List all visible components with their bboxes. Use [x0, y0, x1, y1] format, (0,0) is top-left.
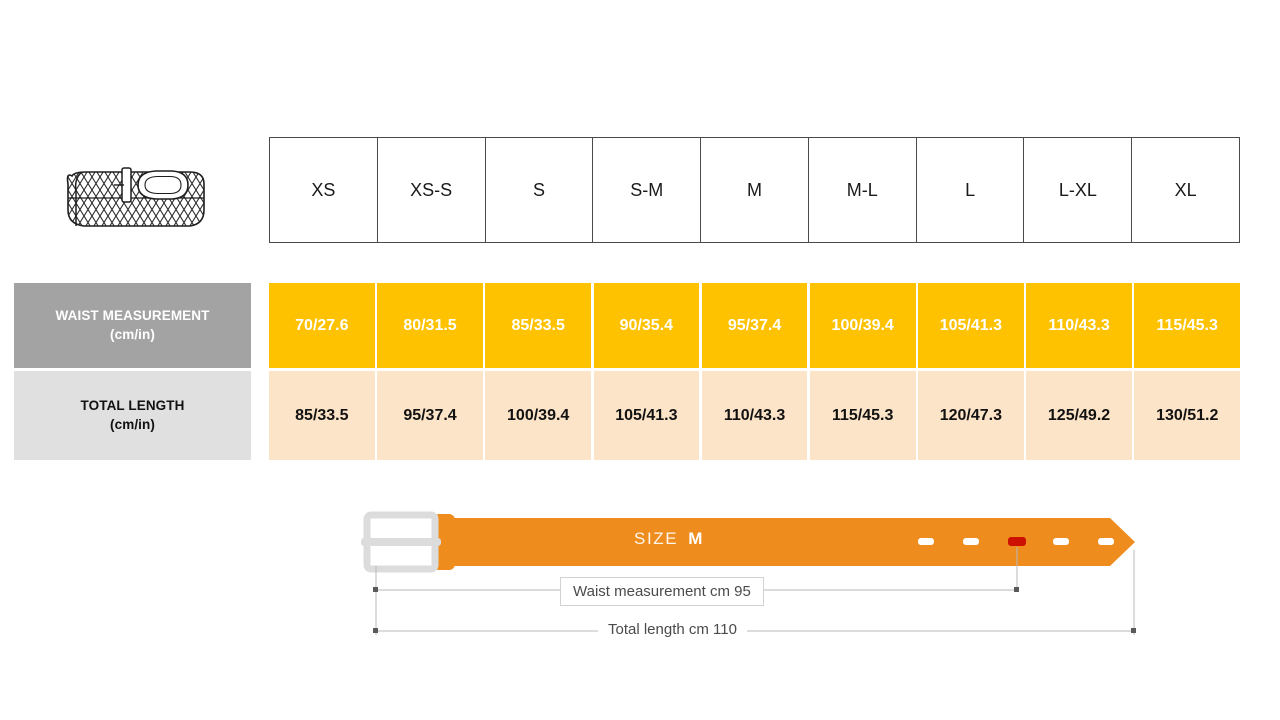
waist-dimension-label: Waist measurement cm 95	[560, 577, 764, 606]
size-header-cell: L	[917, 138, 1025, 242]
belt-strap	[450, 518, 1135, 566]
waist-value-cell: 80/31.5	[377, 283, 483, 368]
total-value-cell: 110/43.3	[701, 371, 808, 460]
total-value-cell: 95/37.4	[377, 371, 483, 460]
total-value-cell: 105/41.3	[593, 371, 700, 460]
total-length-row: TOTAL LENGTH (cm/in) 85/33.5 95/37.4 100…	[14, 371, 1241, 460]
belt-hole	[963, 538, 979, 545]
waist-dimension-tick-left	[373, 587, 378, 592]
belt-hole	[1098, 538, 1114, 545]
total-dimension-tick-right	[1131, 628, 1136, 633]
size-header-table: XS XS-S S S-M M M-L L L-XL XL	[269, 137, 1240, 243]
waist-value-cells: 70/27.6 80/31.5 85/33.5 90/35.4 95/37.4 …	[269, 283, 1241, 368]
total-value-cell: 100/39.4	[485, 371, 592, 460]
size-header-cell: S	[486, 138, 594, 242]
total-value-cell: 85/33.5	[269, 371, 375, 460]
total-length-label: TOTAL LENGTH (cm/in)	[14, 371, 251, 460]
buckle-prong-bar	[361, 538, 441, 546]
size-header-cell: M	[701, 138, 809, 242]
size-header-cell: XL	[1174, 179, 1197, 200]
total-label-unit: (cm/in)	[110, 416, 155, 432]
waist-measurement-row: WAIST MEASUREMENT (cm/in) 70/27.6 80/31.…	[14, 283, 1241, 368]
waist-label-text: WAIST MEASUREMENT	[55, 308, 210, 324]
total-dimension-tick-left	[373, 628, 378, 633]
total-value-cell: 130/51.2	[1134, 371, 1241, 460]
waist-value-cell: 95/37.4	[701, 283, 808, 368]
belt-hole	[918, 538, 934, 545]
total-label-text: TOTAL LENGTH	[80, 398, 185, 414]
total-value-cell: 125/49.2	[1026, 371, 1132, 460]
waist-value-cell: 85/33.5	[485, 283, 592, 368]
waist-value-cell: 90/35.4	[593, 283, 700, 368]
total-value-cells: 85/33.5 95/37.4 100/39.4 105/41.3 110/43…	[269, 371, 1241, 460]
waist-value-cell: 105/41.3	[918, 283, 1024, 368]
size-header-cell: XS-S	[378, 138, 486, 242]
waist-measurement-label: WAIST MEASUREMENT (cm/in)	[14, 283, 251, 368]
total-dimension-label: Total length cm 110	[598, 618, 747, 641]
total-value-cell: 115/45.3	[809, 371, 916, 460]
size-header-cell: S-M	[593, 138, 702, 242]
waist-label-unit: (cm/in)	[110, 326, 155, 342]
braided-belt-illustration	[52, 138, 222, 246]
size-header-cell: XS	[270, 138, 378, 242]
waist-value-cell: 115/45.3	[1134, 283, 1241, 368]
waist-value-cell: 110/43.3	[1026, 283, 1132, 368]
belt-hole-highlighted	[1008, 537, 1026, 546]
size-header-cell: L-XL	[1024, 138, 1133, 242]
belt-hole	[1053, 538, 1069, 545]
waist-dimension-tick-right	[1014, 587, 1019, 592]
waist-value-cell: 100/39.4	[809, 283, 916, 368]
belt-measurement-diagram	[355, 500, 1155, 650]
waist-value-cell: 70/27.6	[269, 283, 375, 368]
size-header-cell: M-L	[809, 138, 917, 242]
total-value-cell: 120/47.3	[918, 371, 1024, 460]
